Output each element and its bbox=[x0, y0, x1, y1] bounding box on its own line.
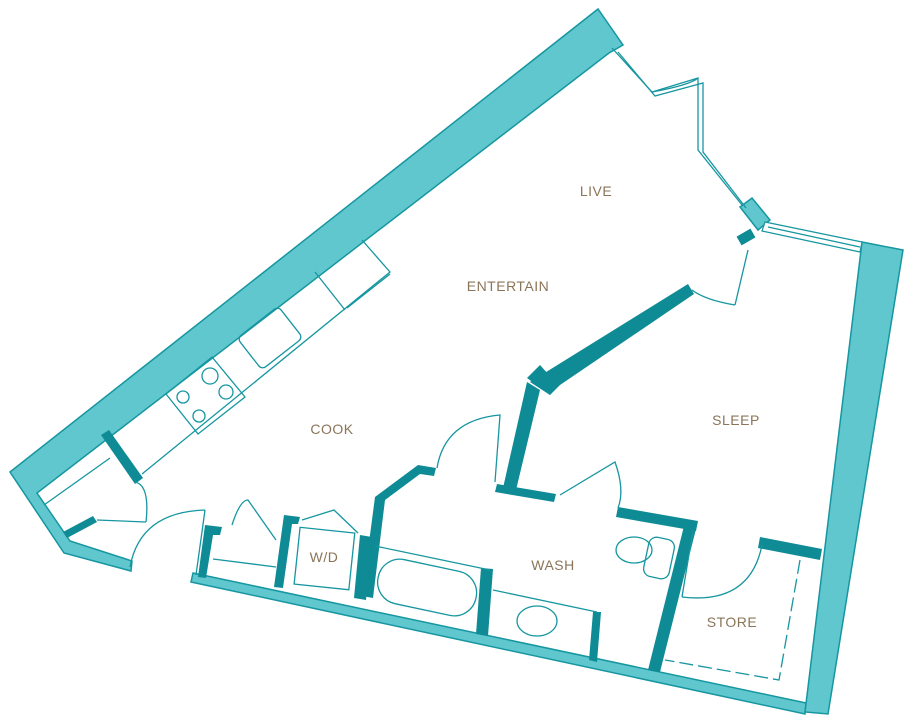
room-label-entertain: ENTERTAIN bbox=[466, 278, 550, 294]
kitchen-counter-edge bbox=[141, 239, 391, 475]
burner bbox=[201, 367, 219, 385]
burner bbox=[176, 390, 190, 404]
wall-tub-end bbox=[476, 568, 493, 636]
sleep-bath-door bbox=[559, 461, 622, 509]
door-sleep-live bbox=[734, 249, 749, 306]
wall-entry-stub bbox=[63, 516, 97, 538]
toilet-bowl-icon bbox=[615, 536, 653, 564]
glass-wall-live bbox=[611, 47, 743, 206]
store-shelving bbox=[664, 559, 801, 681]
fridge-door bbox=[346, 273, 391, 309]
window-sill bbox=[767, 226, 861, 248]
wall-store-north bbox=[758, 537, 822, 560]
room-label-laundry: W/D bbox=[309, 549, 339, 565]
door-swing-live bbox=[651, 77, 699, 93]
wall-wd-east bbox=[354, 535, 372, 600]
store-door bbox=[681, 529, 694, 598]
wd-doors bbox=[301, 509, 359, 534]
washer-dryer-icon bbox=[293, 526, 356, 591]
wall-wash-west bbox=[362, 465, 436, 598]
bathtub-icon bbox=[376, 558, 478, 617]
entry-door bbox=[96, 519, 147, 523]
wall-sleep-entertain bbox=[530, 284, 694, 395]
burner bbox=[192, 409, 206, 423]
exterior-wall-south bbox=[190, 572, 807, 715]
room-label-cook: COOK bbox=[310, 421, 354, 437]
exterior-wall-corner-northeast bbox=[738, 196, 772, 232]
exterior-wall-east bbox=[804, 241, 904, 715]
kitchen-sink-icon bbox=[238, 307, 302, 369]
fridge-divider bbox=[314, 271, 346, 311]
glass-wall-live-inner bbox=[617, 51, 747, 209]
burner bbox=[218, 384, 234, 400]
wall-wash-north bbox=[616, 507, 698, 531]
room-label-sleep: SLEEP bbox=[712, 412, 760, 428]
wall-kitchen-end bbox=[101, 430, 143, 484]
wall-stub bbox=[736, 228, 756, 246]
bathroom-sink-icon bbox=[516, 605, 558, 637]
entry-closet-shelf bbox=[43, 457, 111, 506]
exterior-wall-northwest bbox=[8, 7, 625, 572]
closet-shelf bbox=[212, 558, 277, 568]
tub-edge bbox=[374, 545, 491, 571]
wall-vanity-end bbox=[589, 612, 601, 662]
entry-door-swing bbox=[134, 481, 148, 523]
wall-wash-east bbox=[648, 522, 697, 672]
front-door-swing bbox=[129, 509, 206, 568]
bath-door bbox=[436, 414, 501, 483]
front-door bbox=[195, 509, 206, 576]
wall-sleep-south bbox=[495, 484, 556, 502]
wall-sleep-corner bbox=[527, 365, 558, 395]
room-label-store: STORE bbox=[706, 614, 758, 630]
wall-sleep-west bbox=[503, 382, 540, 490]
toilet-tank-icon bbox=[642, 536, 676, 580]
cooktop-icon bbox=[165, 356, 246, 435]
store-door-swing bbox=[681, 544, 763, 599]
room-label-wash: WASH bbox=[531, 557, 575, 573]
wall-closet-west bbox=[198, 525, 222, 578]
vanity-edge bbox=[492, 589, 598, 613]
door-swing-sleep bbox=[691, 289, 736, 306]
closet-door bbox=[231, 499, 277, 541]
room-label-live: LIVE bbox=[579, 183, 613, 199]
wall-wd-west bbox=[274, 515, 300, 588]
